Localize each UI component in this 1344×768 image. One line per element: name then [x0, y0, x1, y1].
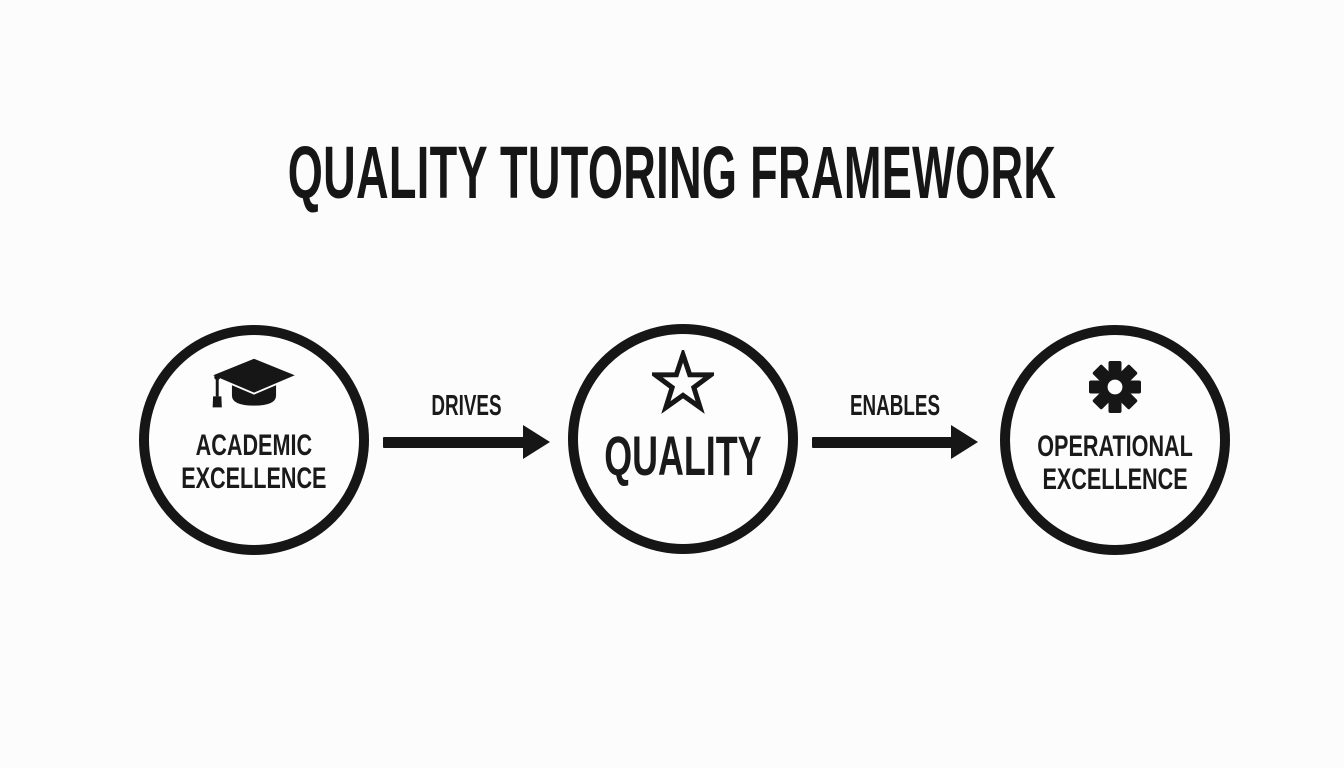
connector-enables: ENABLES	[812, 392, 978, 462]
node-academic-excellence: ACADEMIC EXCELLENCE	[139, 325, 369, 555]
node-label-line: EXCELLENCE	[181, 462, 327, 495]
arrow-right-icon	[383, 437, 525, 448]
node-label-line: QUALITY	[604, 424, 762, 487]
arrow-right-icon	[812, 437, 953, 448]
connector-label-drives: DRIVES	[431, 390, 502, 422]
arrow-head-icon	[523, 425, 550, 459]
connector-drives: DRIVES	[383, 392, 550, 462]
diagram-title: QUALITY TUTORING FRAMEWORK	[287, 131, 1057, 214]
node-operational-excellence: OPERATIONAL EXCELLENCE	[1000, 325, 1230, 555]
gear-icon	[1089, 361, 1141, 413]
graduation-cap-icon	[208, 355, 300, 412]
node-label-quality: QUALITY	[604, 428, 761, 484]
node-label-line: EXCELLENCE	[1042, 463, 1188, 496]
node-label-line: ACADEMIC	[195, 429, 313, 462]
node-label-line: OPERATIONAL	[1037, 430, 1193, 463]
node-quality: QUALITY	[568, 324, 798, 554]
connector-label-enables: ENABLES	[849, 390, 941, 422]
arrow-head-icon	[951, 425, 978, 459]
star-icon	[647, 346, 719, 416]
node-label-academic-excellence: ACADEMIC EXCELLENCE	[181, 429, 326, 495]
node-label-operational-excellence: OPERATIONAL EXCELLENCE	[1037, 430, 1193, 496]
